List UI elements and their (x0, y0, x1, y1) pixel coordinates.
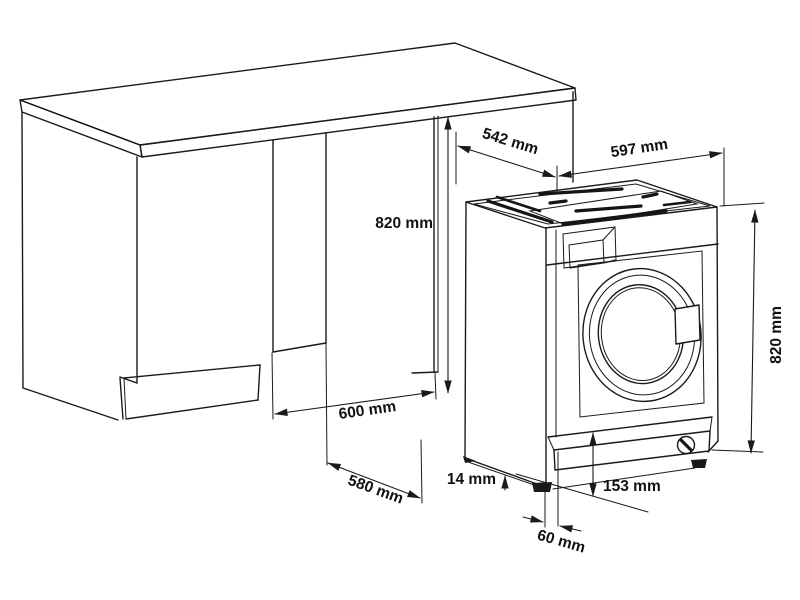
dim-label-60: 60 mm (535, 527, 587, 557)
dim-label-820-left: 820 mm (375, 215, 433, 232)
dim-label-600: 600 mm (338, 398, 398, 423)
dimension-line (558, 151, 723, 178)
machine-side-bottom-edge (464, 457, 538, 485)
machine-front-bottom-edge (547, 416, 713, 438)
machine-plinth-left-edge (553, 449, 556, 471)
plinth-notch (119, 376, 138, 384)
dim-label-597: 597 mm (610, 136, 670, 161)
extension-line (420, 439, 423, 504)
dimension-line (274, 390, 435, 416)
dim-label-820-right: 820 mm (768, 306, 785, 364)
plinth-right-edge (257, 364, 261, 401)
floor-line-front (552, 467, 696, 490)
vent-slots (486, 187, 692, 226)
machine-vent-panel (528, 190, 699, 226)
dimensions: 542 mm 597 mm 820 mm 820 mm 600 mm (271, 116, 785, 557)
door-frame (577, 250, 705, 418)
dim-appliance-width: 597 mm (558, 136, 725, 207)
cabinet (19, 42, 577, 421)
extension-line (271, 352, 274, 420)
plinth-left-edge-b (123, 377, 127, 420)
cabinet-side-back-edge (21, 111, 24, 389)
extension-line (719, 202, 765, 207)
machine-back-foot (463, 456, 476, 463)
vent-slot-left-rim-2 (495, 195, 542, 213)
extension-line (434, 372, 437, 400)
dim-plinth-height: 153 mm (515, 432, 661, 513)
niche-floor-edge (411, 371, 439, 374)
plinth-bottom-edge (125, 399, 259, 420)
machine-front-left-foot (532, 482, 552, 492)
machine-front-right-foot (691, 459, 707, 468)
extension-line (711, 449, 764, 453)
floor-line-left (467, 461, 541, 488)
vent-slot-right (662, 200, 692, 207)
dim-label-542: 542 mm (480, 125, 540, 158)
machine-plinth-top-edge (553, 430, 711, 451)
leader-left (522, 515, 544, 523)
plinth-left-edge-a (119, 377, 124, 420)
door-handle (674, 304, 701, 345)
worktop-left-edge (19, 99, 143, 158)
door-window (597, 284, 685, 385)
extension-line (325, 343, 328, 466)
dimension-line (747, 209, 759, 454)
vent-slot-left-rim (486, 199, 554, 224)
vent-slot-front-rim (561, 209, 668, 226)
dim-label-153: 153 mm (603, 478, 661, 495)
extension-line (515, 473, 649, 513)
dimension-line (457, 145, 556, 178)
leader-right (559, 525, 582, 533)
plinth-connector-right (709, 416, 713, 432)
vent-slot (538, 187, 624, 196)
plinth-connector-left (547, 436, 555, 451)
dim-niche-depth-top: 542 mm (455, 125, 558, 192)
dim-appliance-height: 820 mm (711, 202, 785, 454)
cabinet-side-bottom-edge (22, 387, 119, 421)
plinth-top-edge (123, 364, 261, 379)
machine-back-left-edge (464, 201, 467, 459)
machine-right-edge (716, 206, 719, 442)
dim-niche-width: 600 mm (271, 352, 437, 423)
plinth-adjuster-knob (676, 435, 696, 455)
machine-top-surface (465, 179, 718, 229)
vent-slot (574, 204, 643, 213)
washing-machine (463, 179, 719, 492)
dimension-line (327, 462, 421, 499)
vent-slot (641, 192, 659, 199)
control-panel-bottom-edge (546, 243, 719, 266)
door-outer-ring (582, 267, 702, 403)
dim-worktop-depth: 580 mm (325, 343, 423, 508)
dim-floor-clearance: 14 mm (447, 471, 509, 491)
drawer-recess-diagonal-1 (602, 227, 615, 241)
vent-slot (548, 199, 568, 205)
plinth-adjuster-slot (679, 438, 693, 452)
niche-left-wall-bottom-edge (272, 342, 327, 353)
dim-label-580: 580 mm (346, 472, 406, 508)
dim-label-14: 14 mm (447, 471, 496, 488)
machine-plinth-bottom-edge (554, 450, 710, 471)
dim-niche-height: 820 mm (375, 116, 452, 394)
machine-plinth-right-edge (708, 430, 711, 452)
